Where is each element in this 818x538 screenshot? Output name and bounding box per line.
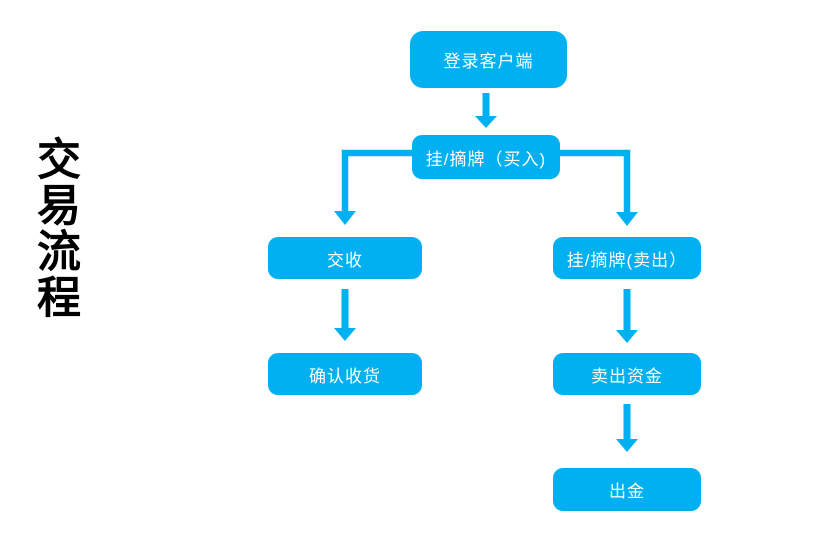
- node-sell-funds: 卖出资金: [553, 353, 701, 395]
- diagram-title: 交易流程: [30, 136, 79, 320]
- node-confirm-receipt: 确认收货: [268, 353, 422, 395]
- node-list-sell: 挂/摘牌(卖出）: [553, 237, 701, 279]
- arrow-list-buy-to-settlement: [334, 149, 412, 225]
- node-withdraw: 出金: [553, 468, 701, 511]
- arrow-list-buy-to-list-sell: [560, 149, 638, 226]
- arrow-login-to-list-buy: [475, 93, 497, 128]
- node-list-buy: 挂/摘牌（买入): [412, 135, 560, 179]
- node-settlement: 交收: [268, 237, 422, 279]
- arrow-sell-funds-to-withdraw: [616, 404, 638, 452]
- node-login: 登录客户端: [410, 31, 567, 88]
- arrow-list-sell-to-sell-funds: [616, 289, 638, 343]
- arrow-settlement-to-confirm-receipt: [334, 289, 356, 341]
